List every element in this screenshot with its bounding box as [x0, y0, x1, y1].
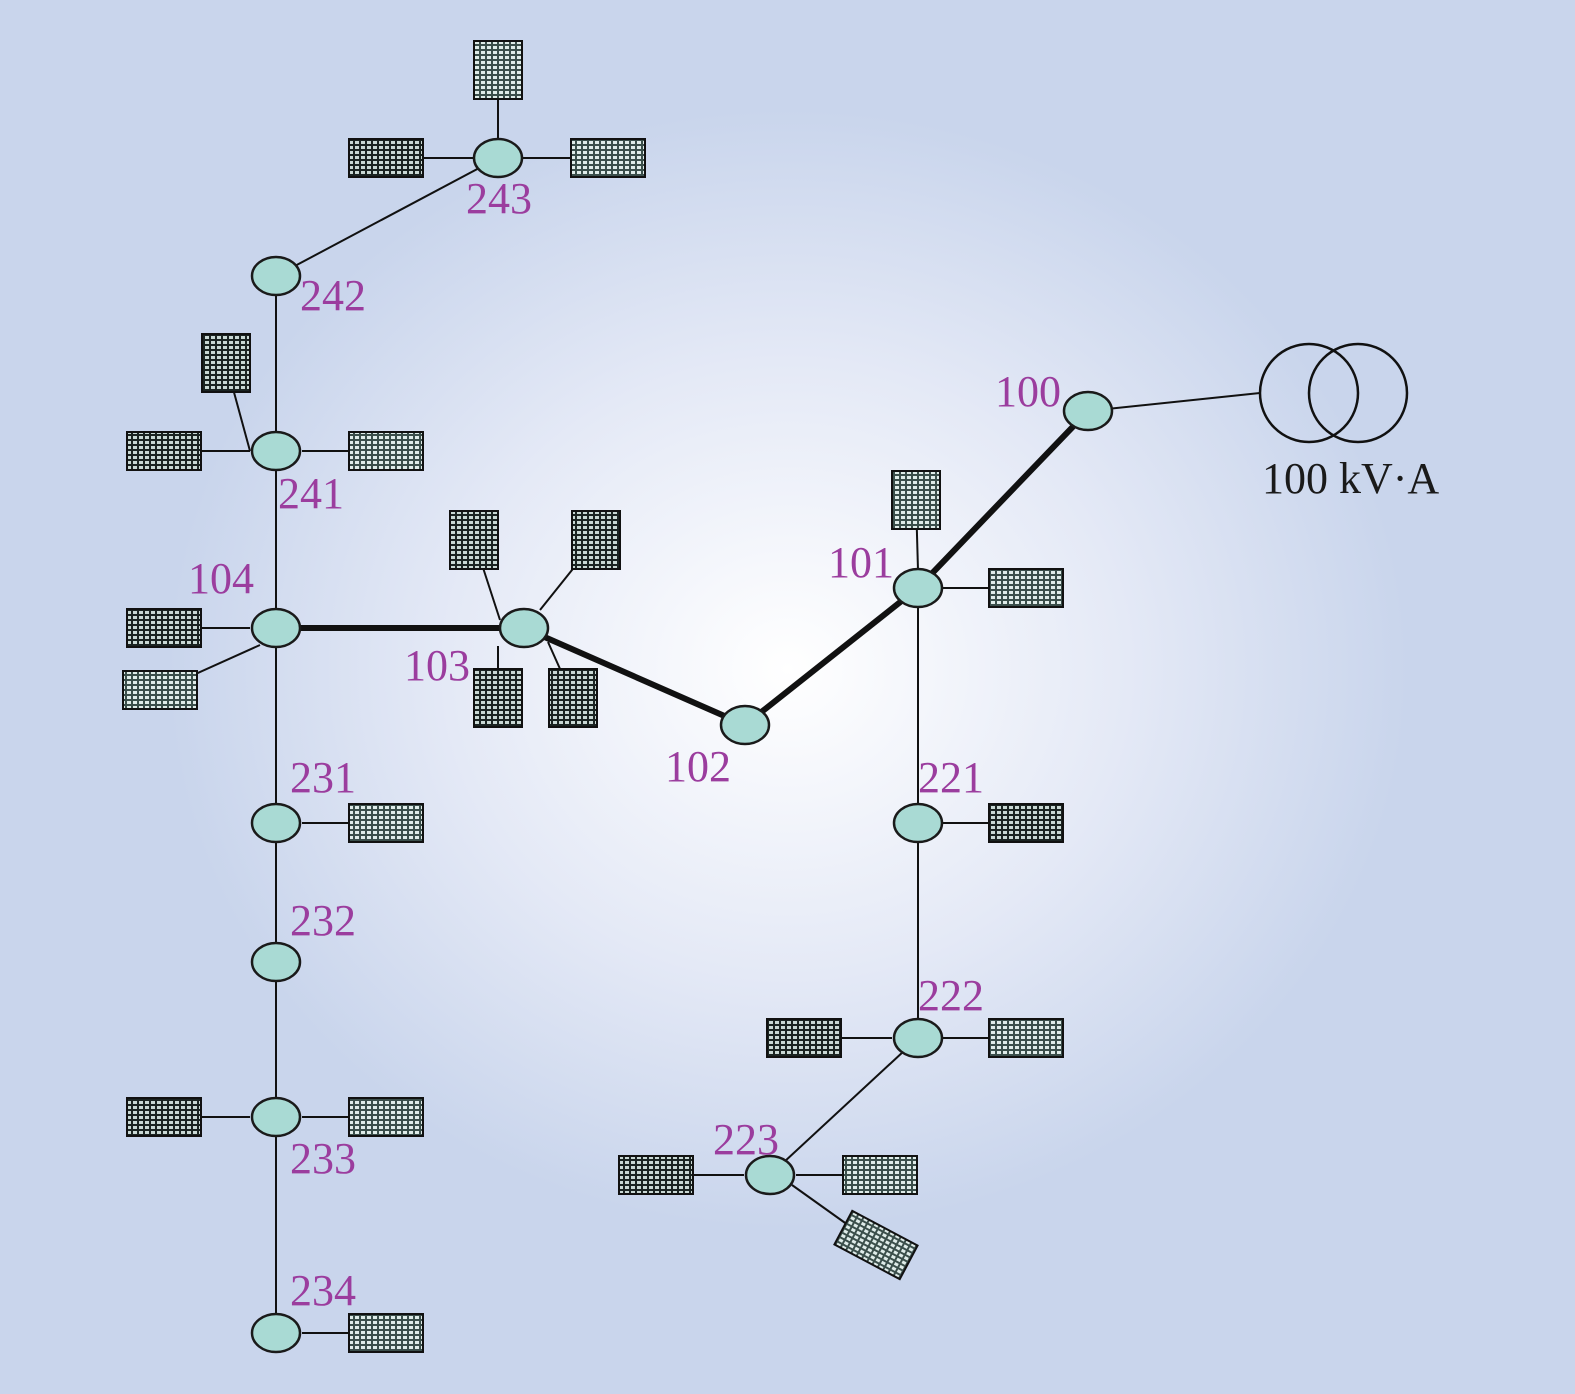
pv-panel-body — [548, 668, 598, 728]
pv-panel-233 — [348, 1097, 424, 1137]
feeder-lines — [275, 157, 1261, 1333]
pv-panel-243 — [570, 138, 646, 178]
pv-panel-241 — [126, 431, 202, 471]
pv-panel-223 — [833, 1209, 919, 1281]
bus-node-101 — [892, 567, 944, 609]
pv-panel-body — [988, 568, 1064, 608]
pv-panel-234 — [348, 1313, 424, 1353]
bus-node-243 — [472, 137, 524, 179]
pv-panel-104 — [126, 608, 202, 648]
pv-panel-body — [571, 510, 621, 570]
pv-panel-body — [891, 470, 941, 530]
feeder-line-101-102 — [743, 585, 920, 728]
pv-panel-223 — [842, 1155, 918, 1195]
pv-panel-222 — [766, 1018, 842, 1058]
transformer-label: 100 kV·A — [1262, 454, 1439, 503]
bus-node-221 — [892, 802, 944, 844]
bus-node-233 — [250, 1096, 302, 1138]
bus-node-103 — [498, 607, 550, 649]
node-label-242: 242 — [300, 271, 366, 320]
node-label-241: 241 — [278, 469, 344, 518]
pv-panel-body — [126, 1097, 202, 1137]
pv-panel-body — [988, 1018, 1064, 1058]
transformer-winding-primary — [1258, 342, 1360, 444]
feeder-line-102-103 — [522, 625, 747, 728]
transformer: 100 kV·A — [1258, 342, 1439, 503]
bus-node-241 — [250, 430, 302, 472]
bus-node-234 — [250, 1312, 302, 1354]
bus-node-231 — [250, 802, 302, 844]
bus-node-222 — [892, 1017, 944, 1059]
pv-panel-body — [570, 138, 646, 178]
pv-panel-body — [618, 1155, 694, 1195]
pv-panel-body — [842, 1155, 918, 1195]
pv-panel-body — [833, 1209, 919, 1281]
feeder-line-100-101 — [915, 408, 1091, 591]
node-label-223: 223 — [713, 1115, 779, 1164]
node-label-243: 243 — [466, 174, 532, 223]
bus-node-102 — [719, 704, 771, 746]
pv-panel-body — [348, 803, 424, 843]
bus-node-104 — [250, 607, 302, 649]
node-label-221: 221 — [918, 753, 984, 802]
pv-panel-223 — [618, 1155, 694, 1195]
pv-panel-body — [126, 431, 202, 471]
feeder-line-tx-100 — [1087, 392, 1261, 412]
pv-panel-103 — [571, 510, 621, 570]
node-label-100: 100 — [995, 367, 1061, 416]
node-label-101: 101 — [828, 538, 894, 587]
pv-panel-222 — [988, 1018, 1064, 1058]
feeder-line-242-243 — [275, 157, 499, 277]
node-label-103: 103 — [404, 641, 470, 690]
pv-panel-221 — [988, 803, 1064, 843]
node-labels: 100 101 102 103 104 221 222 223 231 232 233 234 241 2… — [188, 174, 1061, 1315]
pv-panel-body — [766, 1018, 842, 1058]
pv-panel-233 — [126, 1097, 202, 1137]
node-label-222: 222 — [918, 971, 984, 1020]
pv-panel-body — [449, 510, 499, 570]
pv-panel-body — [473, 668, 523, 728]
pv-panel-243 — [348, 138, 424, 178]
bus-nodes — [250, 137, 1114, 1354]
pv-panel-101 — [988, 568, 1064, 608]
node-label-231: 231 — [290, 753, 356, 802]
transformer-winding-secondary — [1307, 342, 1409, 444]
pv-panel-103 — [449, 510, 499, 570]
bus-node-242 — [250, 255, 302, 297]
pv-panel-241 — [348, 431, 424, 471]
pv-panel-body — [201, 333, 251, 393]
pv-panel-body — [473, 40, 523, 100]
node-label-232: 232 — [290, 896, 356, 945]
pv-panel-243 — [473, 40, 523, 100]
feeder-line-222-223 — [769, 1037, 919, 1176]
pv-panel-body — [122, 670, 198, 710]
pv-panel-body — [348, 1097, 424, 1137]
pv-panel-103 — [548, 668, 598, 728]
bus-node-232 — [250, 941, 302, 983]
pv-panel-101 — [891, 470, 941, 530]
pv-panel-231 — [348, 803, 424, 843]
pv-panel-body — [348, 1313, 424, 1353]
pv-panel-103 — [473, 668, 523, 728]
pv-panel-body — [348, 138, 424, 178]
bus-node-223 — [744, 1154, 796, 1196]
node-label-102: 102 — [665, 742, 731, 791]
pv-panel-body — [126, 608, 202, 648]
pv-panel-241 — [201, 333, 251, 393]
pv-panels — [122, 40, 1064, 1353]
pv-panel-104 — [122, 670, 198, 710]
pv-panel-body — [348, 431, 424, 471]
node-label-233: 233 — [290, 1134, 356, 1183]
bus-node-100 — [1062, 390, 1114, 432]
pv-panel-body — [988, 803, 1064, 843]
node-label-234: 234 — [290, 1266, 356, 1315]
node-label-104: 104 — [188, 554, 254, 603]
